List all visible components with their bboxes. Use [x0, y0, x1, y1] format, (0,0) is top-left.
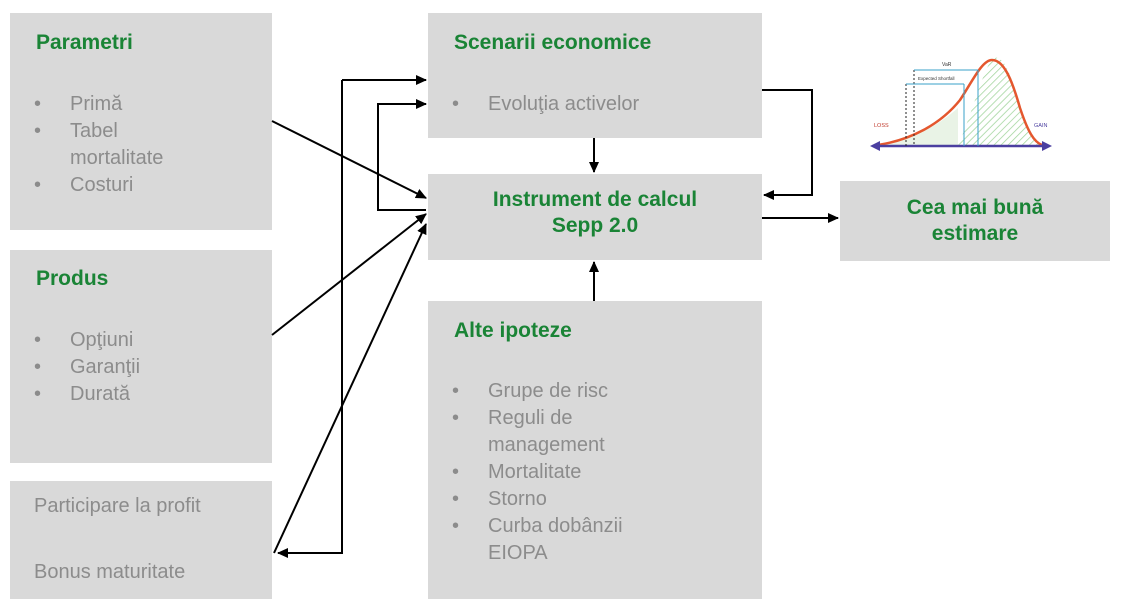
scenarii-title: Scenarii economice: [454, 31, 652, 54]
list-item: Mortalitate: [452, 459, 623, 486]
instrument-title-line1: Instrument de calcul: [492, 188, 698, 211]
list-item: Garanţii: [34, 354, 140, 381]
arrow-scenarii-loop-to-instrument: [762, 89, 813, 200]
instrument-title-line2: Sepp 2.0: [551, 214, 639, 237]
arrow-profit-to-instrument: [273, 223, 427, 554]
estimare-title-line2: estimare: [931, 222, 1019, 245]
list-item: Storno: [452, 486, 623, 513]
list-item: Curba dobânzii: [452, 513, 623, 540]
maturity-bonus-label: Bonus maturitate: [34, 561, 186, 583]
alte-ipoteze-box: Alte ipoteze Grupe de risc Reguli de man…: [428, 301, 762, 599]
estimare-box: Cea mai bună estimare: [840, 181, 1110, 261]
estimare-title: Cea mai bună estimare: [840, 195, 1110, 247]
scenarii-box: Scenarii economice Evoluţia activelor: [428, 13, 762, 138]
arrow-profit-to-scenarii: [277, 80, 343, 558]
list-item-continued: EIOPA: [488, 542, 548, 564]
profit-box: Participare la profit Bonus maturitate: [10, 481, 272, 599]
list-item-continued: management: [488, 434, 605, 456]
parametri-list: Primă Tabel mortalitate Costuri: [34, 91, 163, 199]
gain-label: GAIN: [1034, 123, 1047, 129]
produs-list: Opţiuni Garanţii Durată: [34, 327, 140, 408]
estimare-title-line1: Cea mai bună: [906, 196, 1044, 219]
arrow-loop-to-scenarii-top: [377, 99, 427, 211]
var-label: VaR: [942, 62, 952, 68]
alte-ipoteze-title: Alte ipoteze: [454, 319, 572, 342]
instrument-title: Instrument de calcul Sepp 2.0: [428, 187, 762, 239]
arrow-produs-to-instrument: [271, 213, 427, 336]
distribution-chart: VaR Expected Shortfall LOSS GAIN: [870, 57, 1052, 151]
list-item: Durată: [34, 381, 140, 408]
axis-left-arrowhead: [870, 141, 880, 151]
es-label: Expected Shortfall: [918, 76, 955, 81]
parametri-box: Parametri Primă Tabel mortalitate Costur…: [10, 13, 272, 230]
instrument-box: Instrument de calcul Sepp 2.0: [428, 174, 762, 260]
distribution-curve: [877, 58, 1043, 147]
list-item-continued: mortalitate: [70, 147, 164, 169]
produs-title: Produs: [36, 267, 109, 290]
list-item: Reguli de: [452, 405, 623, 432]
list-item: Tabel: [34, 118, 163, 145]
parametri-title: Parametri: [36, 31, 133, 54]
produs-box: Produs Opţiuni Garanţii Durată: [10, 250, 272, 463]
list-item: Costuri: [34, 172, 163, 199]
scenarii-list: Evoluţia activelor: [452, 91, 639, 118]
profit-participation-label: Participare la profit: [34, 495, 201, 517]
list-item: Opţiuni: [34, 327, 140, 354]
axis-right-arrowhead: [1042, 141, 1052, 151]
list-item: Primă: [34, 91, 163, 118]
arrow-parametri-to-instrument: [271, 120, 427, 199]
alte-ipoteze-list: Grupe de risc Reguli de management Morta…: [452, 378, 623, 567]
loss-tail: [880, 108, 958, 145]
loss-label: LOSS: [874, 123, 889, 129]
list-item: Evoluţia activelor: [452, 91, 639, 118]
list-item: Grupe de risc: [452, 378, 623, 405]
hatched-area: [958, 57, 1042, 145]
